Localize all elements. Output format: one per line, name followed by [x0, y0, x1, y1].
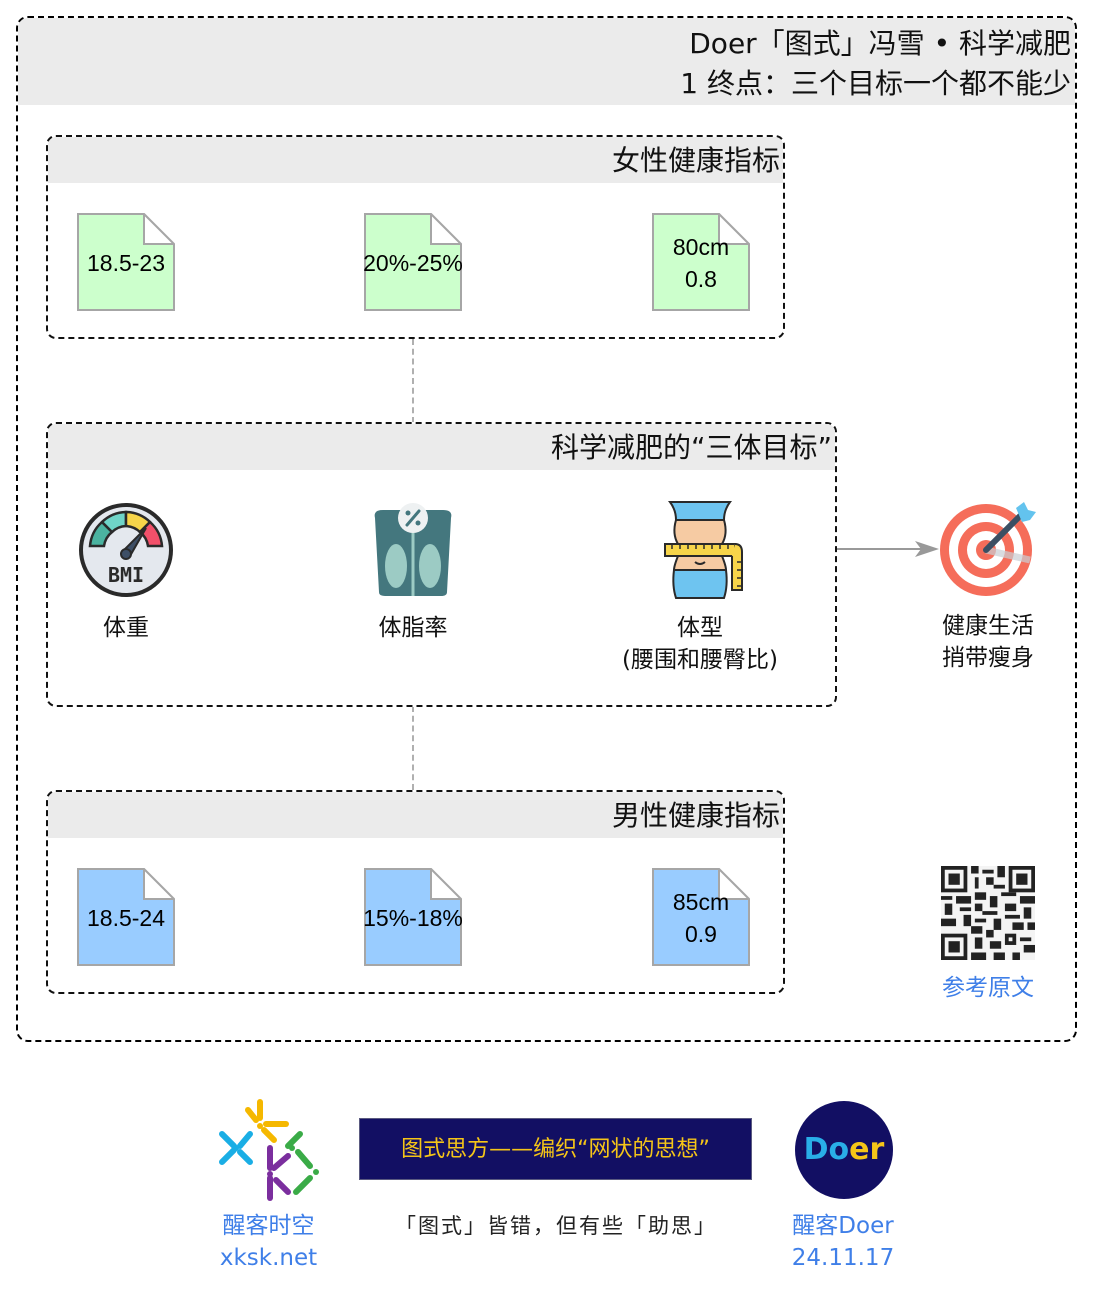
- bmi-gauge-icon: BMI: [76, 500, 176, 600]
- diagram-frame: Doer「图式」冯雪 • 科学减肥 1 终点：三个目标一个都不能少: [16, 16, 1077, 1042]
- male-group-title: 男性健康指标: [48, 792, 783, 838]
- arrow-to-goal-icon: [837, 541, 939, 557]
- doc-text: 80cm 0.8: [672, 234, 730, 292]
- target-arrow-icon: [938, 498, 1038, 598]
- goal-body-shape: 体型 (腰围和腰臀比): [620, 500, 780, 676]
- doer-logo-er: er: [849, 1132, 885, 1167]
- center-group-title: 科学减肥的“三体目标”: [48, 424, 835, 470]
- goal-body-fat-label: 体脂率: [378, 615, 448, 641]
- male-bodyfat-doc: 15%-18%: [363, 868, 463, 966]
- document-shape-icon: [652, 868, 750, 966]
- goal-healthy-life-label: 健康生活 捎带瘦身: [942, 613, 1034, 671]
- female-bodyfat-doc: 20%-25%: [363, 213, 463, 311]
- document-shape-icon: [364, 213, 462, 311]
- xksk-logo-icon: [216, 1098, 321, 1203]
- male-health-group: 男性健康指标 18.5-24 15%-18% 85cm 0.9: [46, 790, 785, 994]
- goal-healthy-life: 健康生活 捎带瘦身: [908, 498, 1068, 674]
- doer-logo-do: Do: [803, 1132, 850, 1167]
- male-waist-doc: 85cm 0.9: [652, 868, 750, 966]
- reference-label[interactable]: 参考原文: [942, 975, 1034, 1001]
- doer-logo-icon: Doer: [795, 1101, 893, 1199]
- male-bmi-doc: 18.5-24: [77, 868, 175, 966]
- document-shape-icon: [652, 213, 750, 311]
- slogan-banner: 图式思方——编织“网状的思想”: [359, 1118, 752, 1180]
- female-health-group: 女性健康指标 18.5-23 20%-25% 80cm 0.8: [46, 135, 785, 339]
- qr-code-icon[interactable]: [941, 866, 1035, 960]
- body-fat-scale-icon: [363, 500, 463, 600]
- document-shape-icon: [364, 868, 462, 966]
- female-waist-doc: 80cm 0.8: [652, 213, 750, 311]
- document-shape-icon: [77, 213, 175, 311]
- female-group-title: 女性健康指标: [48, 137, 783, 183]
- doc-text: 18.5-24: [86, 905, 165, 931]
- goal-weight-label: 体重: [103, 615, 149, 641]
- title-line-2: 1 终点：三个目标一个都不能少: [680, 67, 1071, 100]
- female-bmi-doc: 18.5-23: [77, 213, 175, 311]
- goal-body-shape-label: 体型 (腰围和腰臀比): [622, 615, 778, 673]
- goal-body-fat: 体脂率: [333, 500, 493, 644]
- three-body-goals-group: 科学减肥的“三体目标” BMI 体重: [46, 422, 837, 707]
- connector-female-to-center: [412, 339, 414, 423]
- connector-center-to-male: [412, 706, 414, 790]
- doer-date: 24.11.17: [791, 1245, 895, 1271]
- doer-caption: 醒客Doer 24.11.17: [770, 1210, 916, 1274]
- xksk-caption[interactable]: 醒客时空 xksk.net: [196, 1210, 341, 1274]
- title-line-1: Doer「图式」冯雪 • 科学减肥: [689, 27, 1071, 60]
- waist-measure-icon: [650, 500, 750, 600]
- doc-text: 85cm 0.9: [672, 889, 730, 947]
- diagram-title: Doer「图式」冯雪 • 科学减肥 1 终点：三个目标一个都不能少: [18, 18, 1075, 105]
- xksk-url[interactable]: xksk.net: [219, 1245, 318, 1271]
- doer-name: 醒客Doer: [792, 1213, 894, 1239]
- svg-text:BMI: BMI: [108, 563, 144, 587]
- reference-link[interactable]: 参考原文: [928, 866, 1048, 1004]
- motto-text: 「图式」皆错，但有些「助思」: [395, 1214, 717, 1238]
- xksk-name: 醒客时空: [222, 1213, 315, 1239]
- doc-text: 18.5-23: [86, 250, 165, 276]
- document-shape-icon: [77, 868, 175, 966]
- goal-weight: BMI 体重: [46, 500, 206, 644]
- doc-text: 15%-18%: [363, 905, 463, 931]
- doc-text: 20%-25%: [363, 250, 463, 276]
